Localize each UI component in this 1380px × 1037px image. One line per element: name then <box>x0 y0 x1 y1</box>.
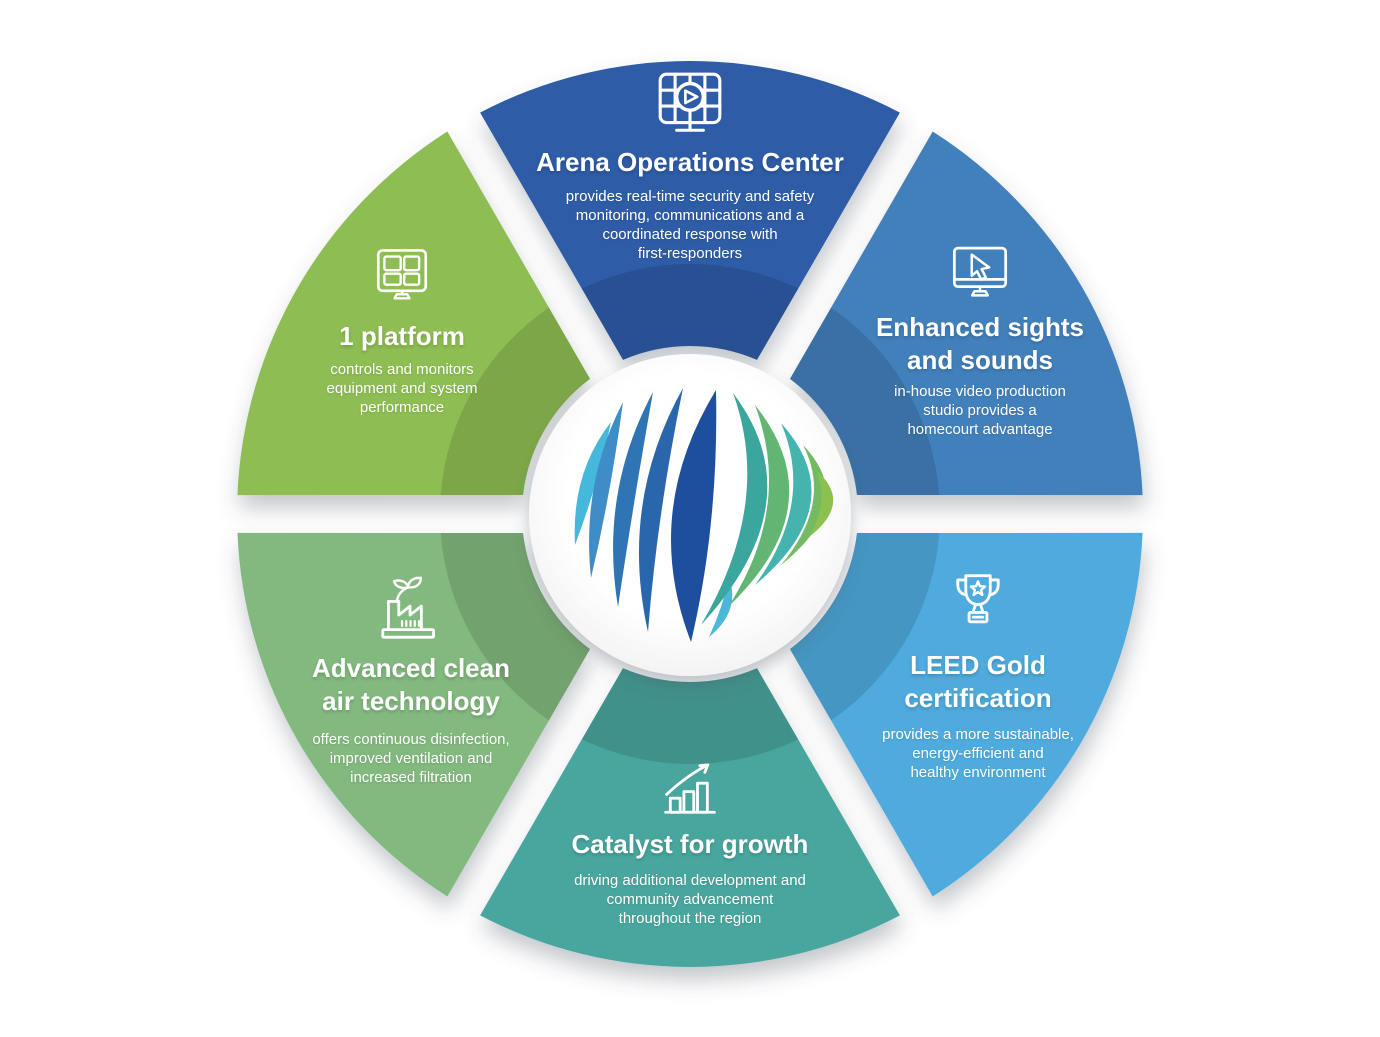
wedge-arena-operations-center <box>480 61 900 360</box>
inner-band <box>440 307 591 496</box>
center-logo <box>574 388 834 642</box>
logo-stripe <box>671 390 717 642</box>
wedge-catalyst-for-growth <box>480 668 900 967</box>
wedge-advanced-clean-air-technology <box>237 532 591 897</box>
logo-stripe <box>781 445 827 565</box>
logo-stripe <box>728 405 790 607</box>
inner-band <box>789 307 940 496</box>
inner-band <box>581 263 799 360</box>
wedge-one-platform <box>237 131 591 496</box>
inner-band <box>440 532 591 721</box>
logo-stripe <box>574 422 611 545</box>
logo-stripe <box>701 393 768 625</box>
logo-stripe <box>809 471 834 537</box>
inner-band <box>581 668 799 765</box>
wedge-leed-gold-certification <box>789 532 1143 897</box>
logo-stripe <box>638 388 683 632</box>
logo-stripe <box>613 392 653 607</box>
inner-arc-bands <box>440 263 940 765</box>
inner-band <box>789 532 940 721</box>
logo-stripe <box>755 423 812 585</box>
wedge-enhanced-sights-and-sounds <box>789 131 1143 496</box>
logo-stripe <box>589 402 623 578</box>
